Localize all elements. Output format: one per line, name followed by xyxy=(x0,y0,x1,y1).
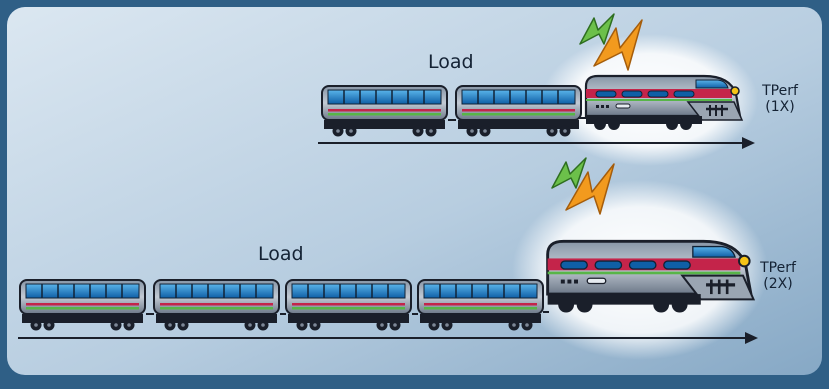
top-load-label: Load xyxy=(428,51,474,73)
top-tperf-name: TPerf xyxy=(752,83,808,99)
top-tperf-label: TPerf (1X) xyxy=(752,83,808,115)
bottom-load-label: Load xyxy=(258,243,304,265)
bottom-tperf-multiplier: (2X) xyxy=(750,276,806,292)
top-tperf-multiplier: (1X) xyxy=(752,99,808,115)
bottom-tperf-name: TPerf xyxy=(750,260,806,276)
bottom-tperf-label: TPerf (2X) xyxy=(750,260,806,292)
